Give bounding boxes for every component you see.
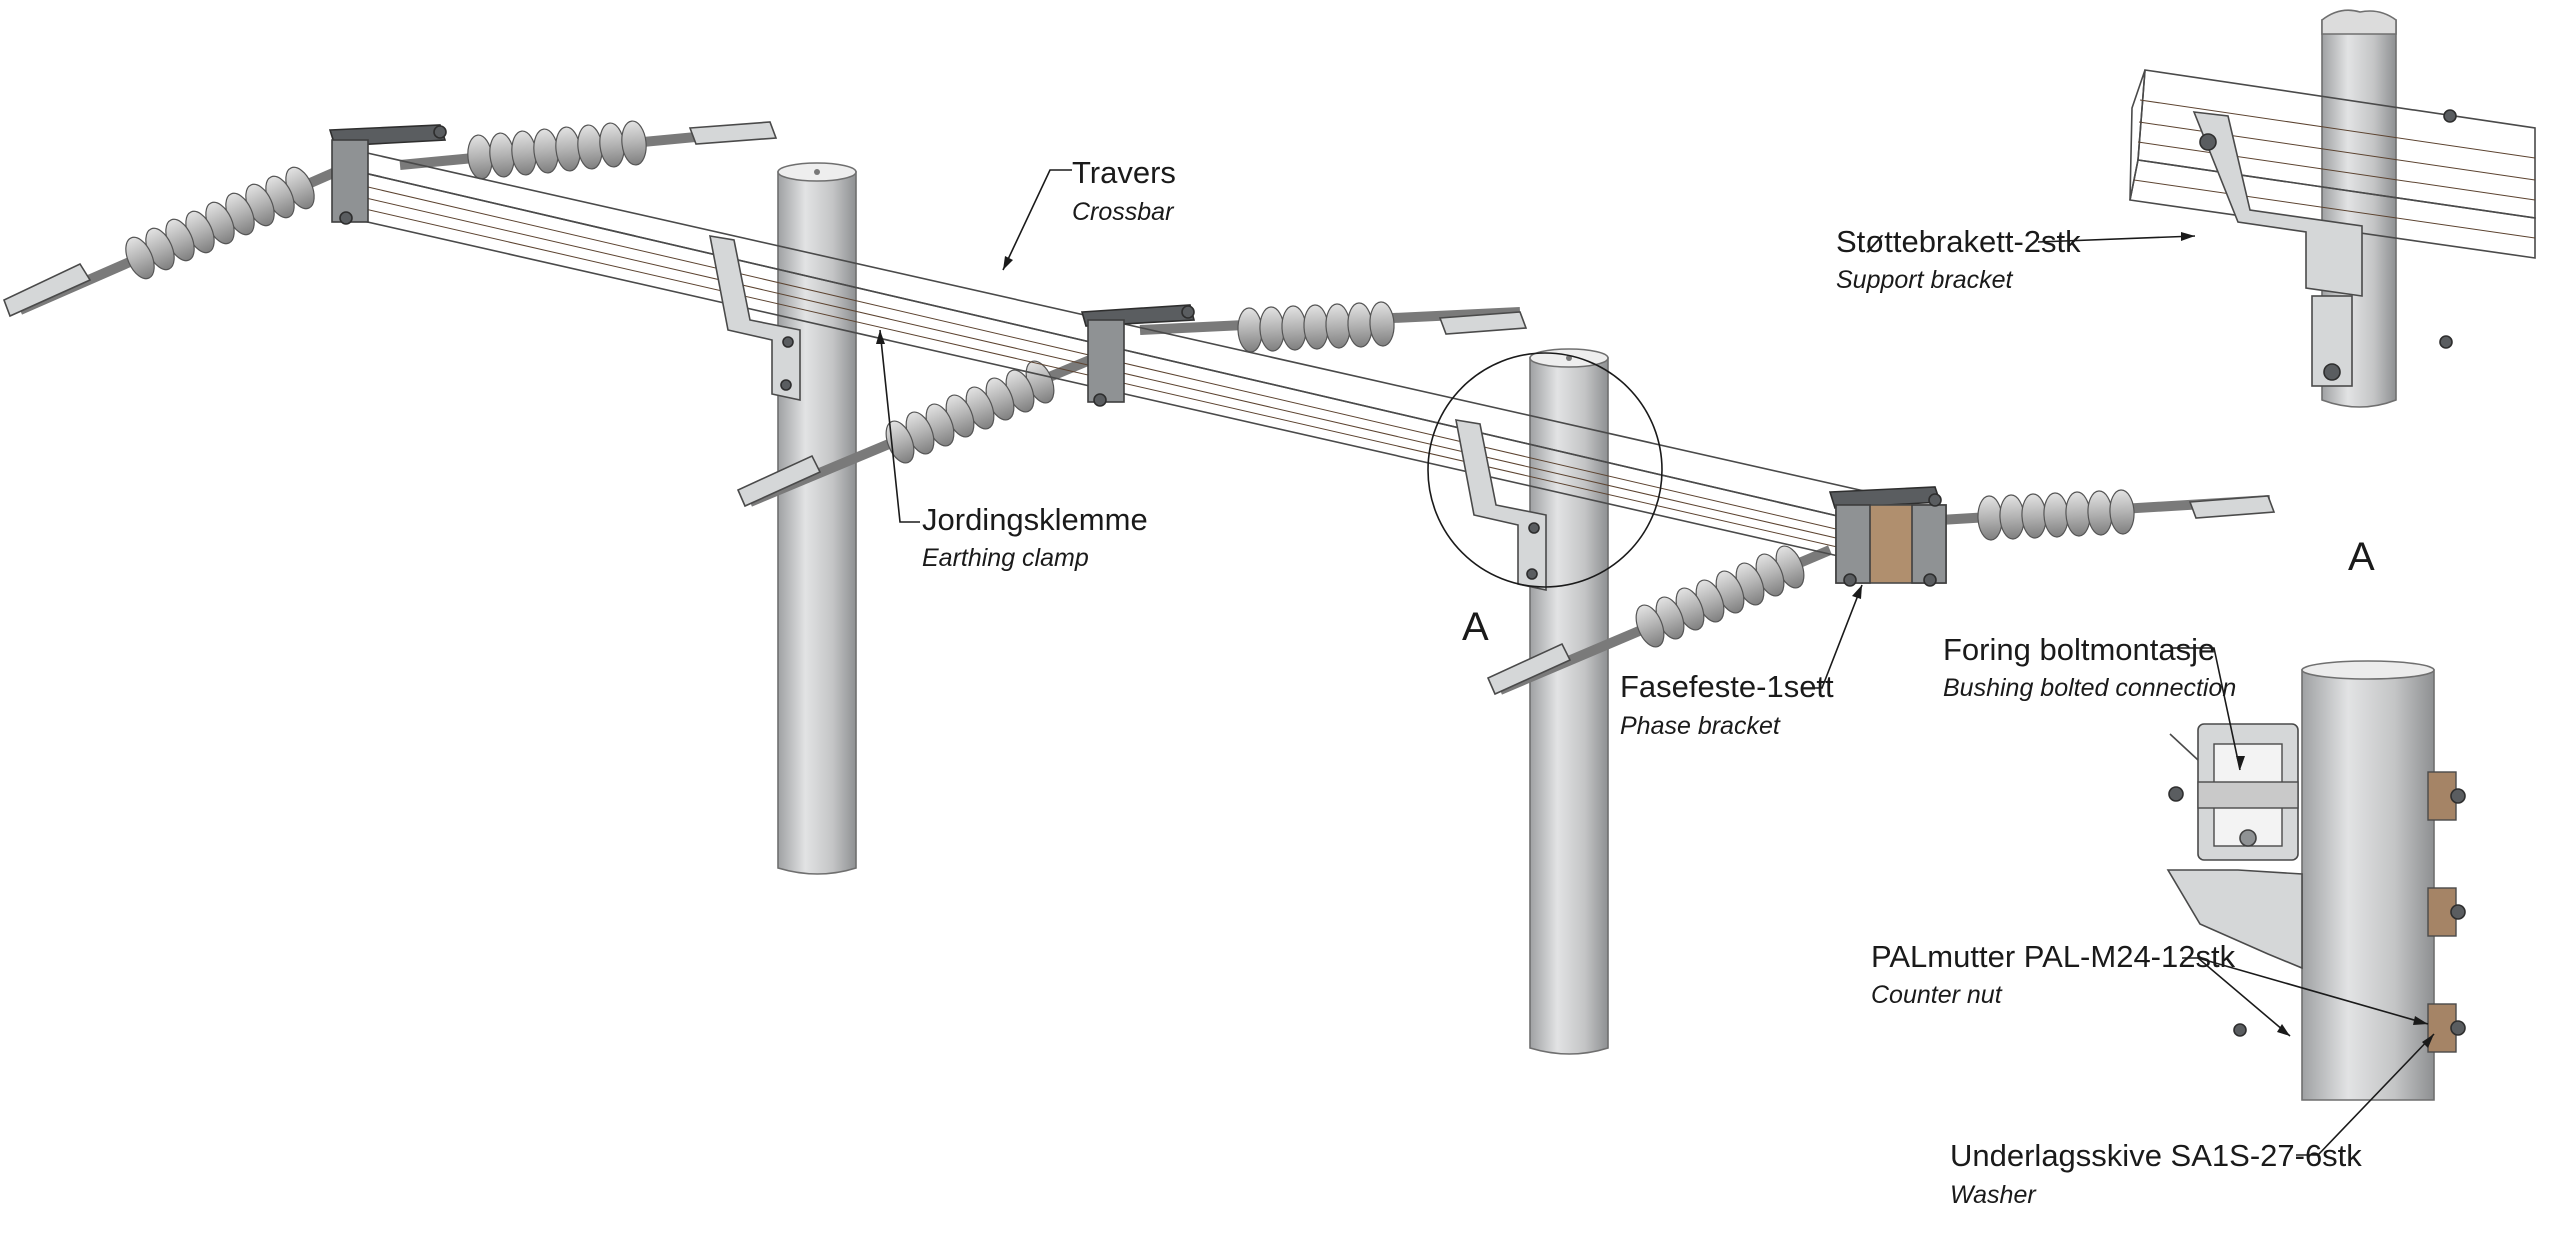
svg-text:Underlagsskive SA1S-27-6stk: Underlagsskive SA1S-27-6stk <box>1950 1138 2362 1173</box>
insulator-string-left-back <box>399 120 778 180</box>
detail-marker-a: A <box>1462 605 1489 649</box>
svg-text:PALmutter PAL-M24-12stk: PALmutter PAL-M24-12stk <box>1871 939 2236 974</box>
svg-text:Jordingsklemme: Jordingsklemme <box>922 502 1148 537</box>
insulator-string-left-front <box>2 165 343 318</box>
detail-title-a: A <box>2348 535 2375 579</box>
svg-text:Travers: Travers <box>1072 155 1176 190</box>
svg-text:Støttebrakett-2stk: Støttebrakett-2stk <box>1836 224 2081 259</box>
svg-text:Foring boltmontasje: Foring boltmontasje <box>1943 632 2215 667</box>
svg-text:Fasefeste-1sett: Fasefeste-1sett <box>1620 669 1834 704</box>
label-underlagsskive: Underlagsskive SA1S-27-6stk Washer <box>1950 1033 2435 1209</box>
detail-support-bracket <box>2129 9 2536 408</box>
svg-text:Earthing clamp: Earthing clamp <box>922 544 1089 572</box>
svg-text:Counter nut: Counter nut <box>1871 981 2003 1009</box>
label-jordingsklemme: Jordingsklemme Earthing clamp <box>876 329 1148 572</box>
svg-text:Bushing bolted connection: Bushing bolted connection <box>1943 674 2236 702</box>
support-bracket-right <box>1455 419 1547 591</box>
svg-text:Washer: Washer <box>1950 1181 2037 1209</box>
svg-text:Crossbar: Crossbar <box>1072 198 1175 226</box>
phase-bracket-left <box>328 124 447 225</box>
insulator-string-right-front <box>1486 545 1832 696</box>
detail-a-view <box>2166 660 2466 1101</box>
phase-bracket-right <box>1828 486 1947 587</box>
right-pole <box>1529 348 1609 1055</box>
label-travers: Travers Crossbar <box>1002 155 1176 271</box>
label-foring: Foring boltmontasje Bushing bolted conne… <box>1943 632 2245 771</box>
label-palmutter: PALmutter PAL-M24-12stk Counter nut <box>1871 939 2429 1037</box>
support-bracket-left <box>708 235 801 401</box>
svg-text:Support bracket: Support bracket <box>1836 266 2014 294</box>
label-fasefeste: Fasefeste-1sett Phase bracket <box>1620 584 1863 740</box>
insulator-string-middle-back <box>1139 301 1528 353</box>
phase-bracket-middle <box>1080 304 1196 407</box>
svg-text:Phase bracket: Phase bracket <box>1620 712 1781 740</box>
insulator-string-middle-front <box>736 355 1092 508</box>
label-stottebrakett: Støttebrakett-2stk Support bracket <box>1836 224 2196 294</box>
detail-circle-a <box>1427 352 1663 588</box>
insulator-string-right-back <box>1939 489 2276 541</box>
left-pole <box>777 162 857 875</box>
